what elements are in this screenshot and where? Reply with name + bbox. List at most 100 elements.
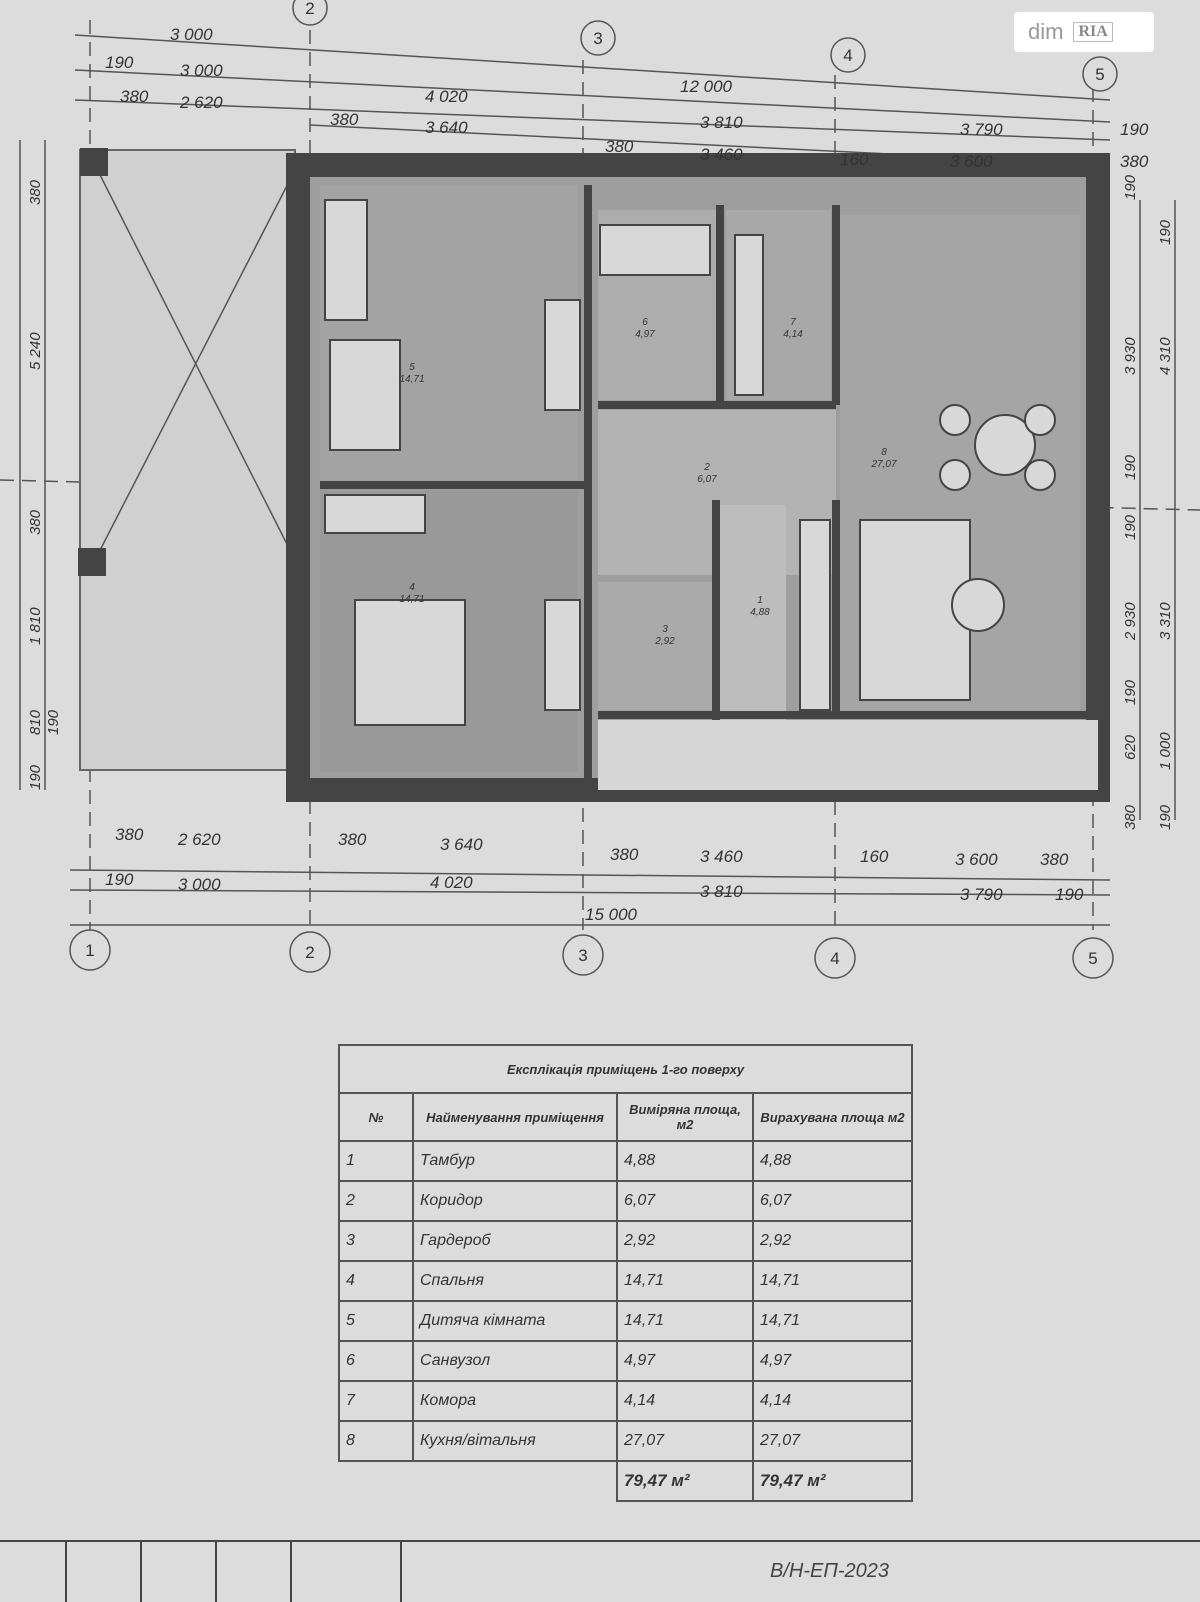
dimension: 15 000 bbox=[585, 905, 638, 924]
dimension: 3 600 bbox=[955, 850, 998, 869]
axis-label: 5 bbox=[1095, 65, 1104, 84]
dimension: 190 bbox=[1157, 219, 1174, 245]
title-block: В/Н-ЕП-2023 bbox=[0, 1540, 1200, 1602]
dimension: 160 bbox=[860, 847, 889, 866]
dimension: 190 bbox=[1122, 679, 1139, 705]
dimension: 3 640 bbox=[440, 835, 483, 854]
room-labels: 5 14,71 4 14,71 6 4,97 7 4,14 2 6,07 8 2… bbox=[399, 317, 896, 647]
dimension: 190 bbox=[45, 709, 62, 735]
dimension: 4 020 bbox=[430, 873, 473, 892]
cell-number: 3 bbox=[338, 1220, 414, 1262]
dimension: 3 000 bbox=[180, 61, 223, 80]
cell-name: Спальня bbox=[412, 1260, 618, 1302]
dimension: 380 bbox=[330, 110, 359, 129]
dimension: 810 bbox=[27, 709, 44, 735]
cell-calculated: 27,07 bbox=[752, 1420, 913, 1462]
cell-measured: 2,92 bbox=[616, 1220, 754, 1262]
dimension: 190 bbox=[1122, 514, 1139, 540]
dimension: 3 810 bbox=[700, 113, 743, 132]
dimension: 380 bbox=[1120, 152, 1149, 171]
axis-label: 4 bbox=[830, 949, 839, 968]
room-2-number: 2 bbox=[703, 462, 710, 473]
dimension: 380 bbox=[605, 137, 634, 156]
dimension: 190 bbox=[1055, 885, 1084, 904]
axis-label: 2 bbox=[305, 943, 314, 962]
cell-number: 2 bbox=[338, 1180, 414, 1222]
total-measured: 79,47 м² bbox=[616, 1460, 754, 1502]
header-name: Найменування приміщення bbox=[412, 1092, 618, 1142]
cell-measured: 4,14 bbox=[616, 1380, 754, 1422]
room-8-number: 8 bbox=[881, 447, 887, 458]
axis-markers bbox=[69, 0, 1118, 979]
cell-calculated: 4,97 bbox=[752, 1340, 913, 1382]
header-number: № bbox=[338, 1092, 414, 1142]
rooms bbox=[286, 153, 1110, 802]
dimension: 380 bbox=[27, 509, 44, 535]
dimension: 380 bbox=[1040, 850, 1069, 869]
room-1-number: 1 bbox=[757, 595, 763, 606]
dimension: 190 bbox=[1120, 120, 1149, 139]
dimension: 12 000 bbox=[680, 77, 733, 96]
dimension: 3 000 bbox=[178, 875, 221, 894]
room-7-number: 7 bbox=[790, 317, 796, 328]
dimension: 1 000 bbox=[1157, 732, 1174, 770]
cell-number: 5 bbox=[338, 1300, 414, 1342]
room-3-number: 3 bbox=[662, 624, 668, 635]
dimension: 190 bbox=[27, 764, 44, 790]
room-4-area: 14,71 bbox=[399, 594, 424, 605]
room-3-area: 2,92 bbox=[654, 636, 675, 647]
cell-measured: 14,71 bbox=[616, 1260, 754, 1302]
cell-name: Тамбур bbox=[412, 1140, 618, 1182]
dimension: 190 bbox=[1122, 454, 1139, 480]
axis-label: 4 bbox=[843, 46, 852, 65]
dimension: 190 bbox=[1122, 174, 1139, 200]
left-dimensions: 380 5 240 380 1 810 810 190 190 bbox=[27, 179, 62, 790]
dimension: 5 240 bbox=[27, 332, 44, 370]
dimension: 3 600 bbox=[950, 152, 993, 171]
cell-name: Коридор bbox=[412, 1180, 618, 1222]
terrace bbox=[78, 148, 296, 771]
cell-number: 6 bbox=[338, 1340, 414, 1382]
cell-measured: 4,88 bbox=[616, 1140, 754, 1182]
dimension: 380 bbox=[115, 825, 144, 844]
watermark-logo: dim bbox=[1028, 19, 1064, 44]
dimension: 3 460 bbox=[700, 145, 743, 164]
dimension: 3 640 bbox=[425, 118, 468, 137]
dimension: 2 620 bbox=[179, 93, 223, 112]
cell-number: 8 bbox=[338, 1420, 414, 1462]
dimension: 380 bbox=[120, 87, 149, 106]
axis-label: 3 bbox=[578, 946, 587, 965]
dimension: 3 930 bbox=[1122, 337, 1139, 375]
drawing-code: В/Н-ЕП-2023 bbox=[770, 1560, 889, 1582]
cell-number: 1 bbox=[338, 1140, 414, 1182]
total-calculated: 79,47 м² bbox=[752, 1460, 913, 1502]
cell-name: Комора bbox=[412, 1380, 618, 1422]
room-1-area: 4,88 bbox=[750, 607, 770, 618]
cell-name: Гардероб bbox=[412, 1220, 618, 1262]
header-calculated: Вирахувана площа м2 bbox=[752, 1092, 913, 1142]
cell-calculated: 6,07 bbox=[752, 1180, 913, 1222]
dimension: 2 620 bbox=[177, 830, 221, 849]
dimension: 620 bbox=[1122, 734, 1139, 760]
dimension: 190 bbox=[105, 870, 134, 889]
dimension: 3 790 bbox=[960, 120, 1003, 139]
cell-name: Дитяча кімната bbox=[412, 1300, 618, 1342]
cell-measured: 6,07 bbox=[616, 1180, 754, 1222]
cell-calculated: 14,71 bbox=[752, 1300, 913, 1342]
axis-label: 1 bbox=[85, 941, 94, 960]
header-measured: Виміряна площа, м2 bbox=[616, 1092, 754, 1142]
dimension: 190 bbox=[105, 53, 134, 72]
total-row: 79,47 м² 79,47 м² bbox=[339, 1460, 913, 1502]
room-6-number: 6 bbox=[642, 317, 648, 328]
cell-calculated: 2,92 bbox=[752, 1220, 913, 1262]
cell-calculated: 4,14 bbox=[752, 1380, 913, 1422]
dimension: 3 790 bbox=[960, 885, 1003, 904]
dimension: 4 310 bbox=[1157, 337, 1174, 375]
table-title: Експлікація приміщень 1-го поверху bbox=[338, 1044, 913, 1094]
right-dimensions: 190 190 3 930 4 310 190 190 2 930 3 310 … bbox=[1122, 174, 1174, 830]
cell-measured: 27,07 bbox=[616, 1420, 754, 1462]
